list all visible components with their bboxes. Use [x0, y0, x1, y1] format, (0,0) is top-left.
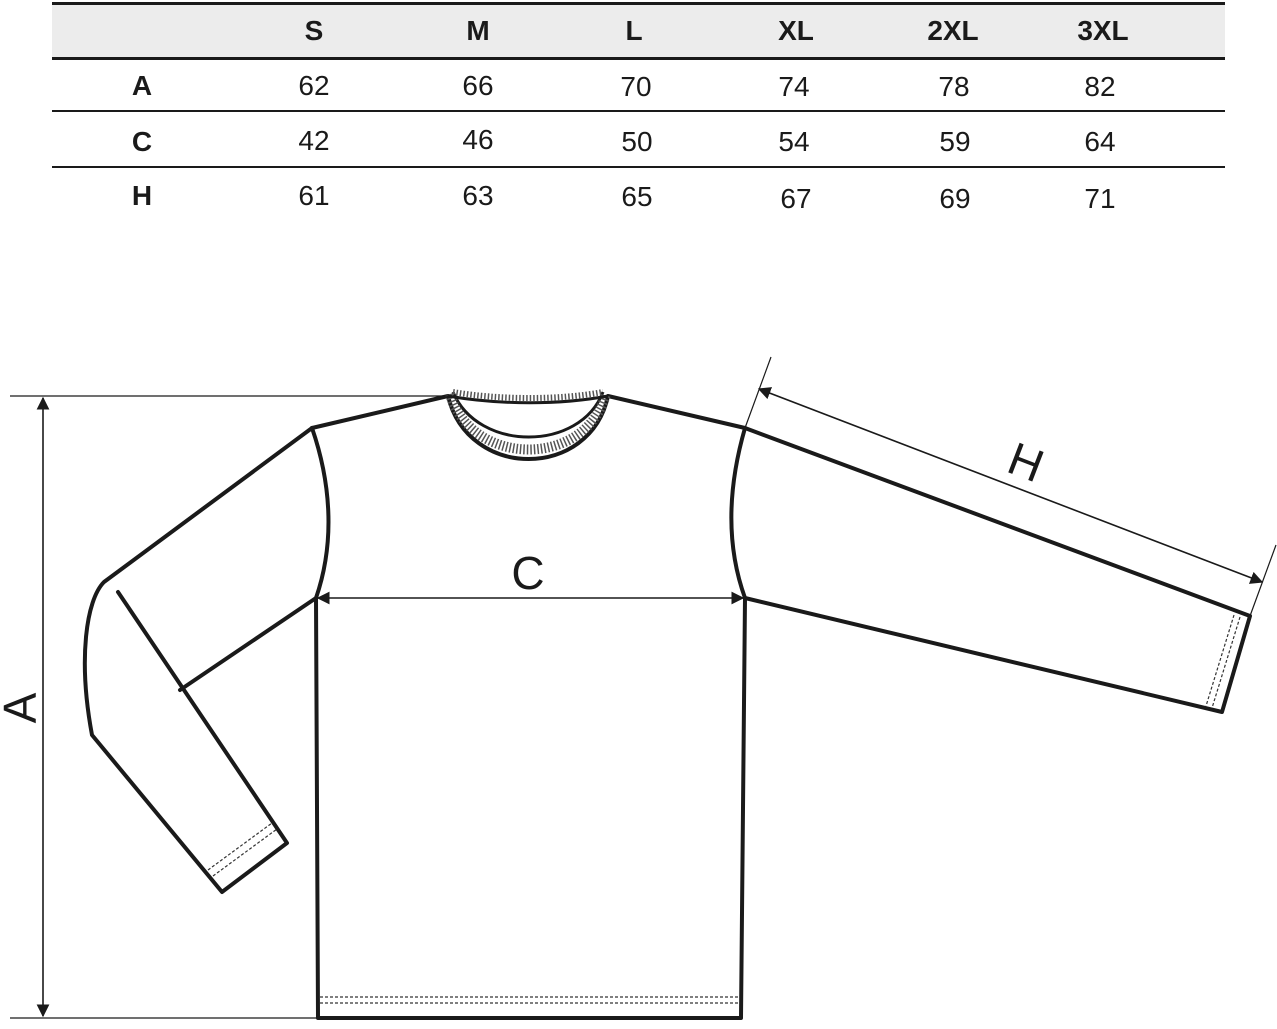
table-cell: 70 [620, 71, 652, 102]
table-cell: 69 [939, 183, 971, 214]
left-sleeve [82, 426, 314, 894]
row-divider [52, 110, 1225, 112]
row-divider [52, 166, 1225, 168]
dimension-label-a: A [0, 692, 46, 723]
table-cell: 50 [621, 126, 653, 157]
table-cell: 64 [1084, 126, 1116, 157]
right-sleeve [743, 426, 1252, 714]
size-header-m: M [466, 15, 490, 46]
table-top-rule [52, 2, 1225, 5]
row-label-h: H [131, 180, 153, 211]
size-header-2xl: 2XL [927, 15, 979, 46]
dimension-label-h: H [1001, 432, 1051, 492]
table-cell: 78 [938, 71, 970, 102]
table-cell: 65 [621, 181, 653, 212]
size-header-xl: XL [778, 15, 814, 46]
longsleeve-tshirt-outline [82, 394, 1252, 1020]
table-cell: 71 [1084, 183, 1116, 214]
row-label-a: A [131, 70, 153, 101]
dimension-h [744, 356, 1277, 617]
dimension-label-c: C [511, 547, 544, 599]
table-cell: 46 [462, 124, 494, 155]
table-cell: 82 [1084, 71, 1116, 102]
right-shoulder [606, 394, 747, 430]
table-cell: 59 [939, 126, 971, 157]
size-header-3xl: 3XL [1077, 15, 1129, 46]
table-cell: 63 [462, 180, 494, 211]
hem-stitching [207, 614, 1241, 1004]
shirt-body [310, 426, 747, 1020]
table-cell: 67 [780, 183, 812, 214]
table-cell: 66 [462, 70, 494, 101]
collar-rib [445, 389, 611, 461]
table-cell: 74 [778, 71, 810, 102]
table-cell: 42 [298, 125, 330, 156]
table-cell: 61 [298, 180, 330, 211]
size-header-l: L [625, 15, 643, 46]
table-header-rule [52, 57, 1225, 60]
row-label-c: C [131, 126, 153, 157]
size-header-s: S [304, 15, 324, 46]
table-cell: 54 [778, 126, 810, 157]
left-sleeve-seam [178, 596, 318, 692]
table-cell: 62 [298, 70, 330, 101]
left-shoulder [310, 394, 450, 430]
dimension-a [10, 395, 448, 1019]
table-header-band [52, 5, 1225, 57]
